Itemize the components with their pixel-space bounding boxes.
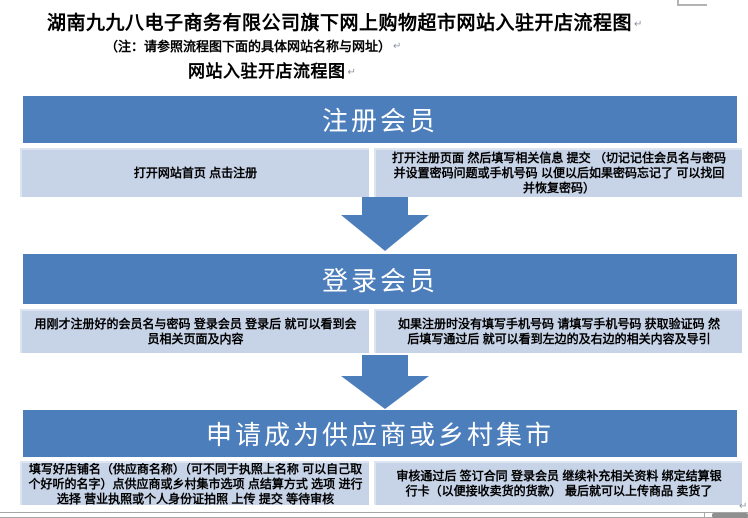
document-title-text: 湖南九九八电子商务有限公司旗下网上购物超市网站入驻开店流程图 xyxy=(47,13,633,34)
step-header-login-label: 登录会员 xyxy=(321,265,438,296)
step3-detail-left-text: 填写好店铺名（供应商名称）（可不同于执照上名称 可以自己取 个好听的名字）点供应… xyxy=(28,461,363,505)
strip-divider xyxy=(704,513,705,517)
step-header-login: 登录会员 xyxy=(23,254,737,304)
down-arrow-icon xyxy=(362,355,408,376)
document-subtitle-note-text: （注：请参照流程图下面的具体网站名称与网址） xyxy=(105,39,392,54)
step-header-register: 注册会员 xyxy=(23,96,737,143)
flowchart-title: 网站入驻开店流程图↵ xyxy=(188,57,356,82)
step1-detail-left: 打开网站首页 点击注册 xyxy=(20,148,369,197)
down-arrow-icon xyxy=(362,197,408,215)
flowchart-title-text: 网站入驻开店流程图 xyxy=(188,62,346,81)
cropped-box-corner xyxy=(677,0,707,6)
scrollbar-thumb[interactable] xyxy=(712,513,748,518)
step2-detail-left-text: 用刚才注册好的会员名与密码 登录会员 登录后 就可以看到会 员相关页面及内容 xyxy=(34,317,357,346)
step3-detail-right: 审核通过后 签订合同 登录会员 继续补充相关资料 绑定结算银 行卡（以便接收卖货… xyxy=(374,461,742,505)
step-header-register-label: 注册会员 xyxy=(321,106,438,136)
step2-detail-right-text: 如果注册时没有填写手机号码 请填写手机号码 获取验证码 然 后填写通过后 就可以… xyxy=(397,317,720,346)
step2-detail-left: 用刚才注册好的会员名与密码 登录会员 登录后 就可以看到会 员相关页面及内容 xyxy=(20,309,369,353)
down-arrow-icon xyxy=(341,376,429,409)
bottom-cropped-strip xyxy=(0,512,748,518)
paragraph-mark-icon: ↵ xyxy=(634,19,643,30)
document-subtitle-note: （注：请参照流程图下面的具体网站名称与网址）↵ xyxy=(105,36,401,55)
step1-detail-left-text: 打开网站首页 点击注册 xyxy=(133,166,258,180)
step3-detail-left: 填写好店铺名（供应商名称）（可不同于执照上名称 可以自己取 个好听的名字）点供应… xyxy=(20,461,369,505)
step-header-apply-supplier: 申请成为供应商或乡村集市 xyxy=(23,410,737,457)
step1-detail-right: 打开注册页面 然后填写相关信息 提交 （切记记住会员名与密码 并设置密码问题或手… xyxy=(374,148,742,197)
paragraph-mark-icon: ↵ xyxy=(393,41,402,52)
document-title: 湖南九九八电子商务有限公司旗下网上购物超市网站入驻开店流程图↵ xyxy=(47,8,643,35)
paragraph-mark-icon: ↵ xyxy=(739,501,748,512)
step2-detail-right: 如果注册时没有填写手机号码 请填写手机号码 获取验证码 然 后填写通过后 就可以… xyxy=(374,309,742,353)
step-header-apply-supplier-label: 申请成为供应商或乡村集市 xyxy=(205,420,554,450)
down-arrow-icon xyxy=(341,215,429,251)
paragraph-mark-icon: ↵ xyxy=(347,67,357,78)
step3-detail-right-text: 审核通过后 签订合同 登录会员 继续补充相关资料 绑定结算银 行卡（以便接收卖货… xyxy=(396,469,722,498)
step1-detail-right-text: 打开注册页面 然后填写相关信息 提交 （切记记住会员名与密码 并设置密码问题或手… xyxy=(391,151,726,195)
